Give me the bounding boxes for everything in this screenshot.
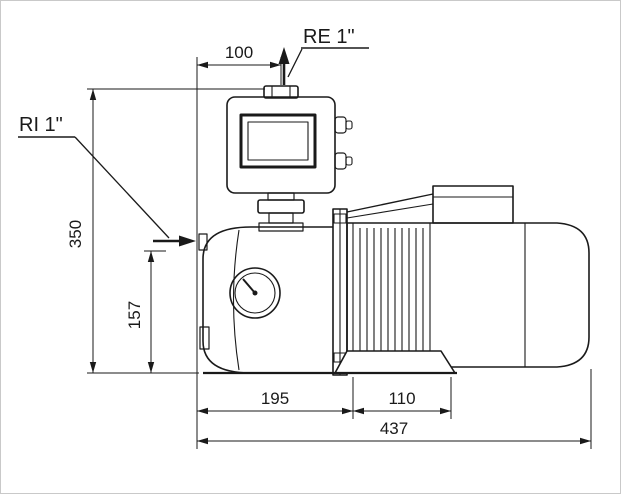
labels: RE 1" RI 1" 100 350 157 195 110 437	[19, 26, 416, 438]
extension-lines	[87, 57, 592, 449]
dim-100-label: 100	[225, 43, 253, 62]
outlet-port-label: RE 1"	[303, 26, 355, 48]
dim-437-label: 437	[380, 419, 408, 438]
terminal-box	[432, 185, 514, 224]
cooling-fins	[359, 228, 424, 362]
controller-body	[226, 96, 336, 194]
dimension-top-offset	[197, 61, 281, 69]
inlet-leader-line	[74, 136, 170, 239]
dimension-inlet-height	[147, 251, 155, 373]
flange-bolt-top	[333, 213, 347, 224]
gauge-hub	[252, 290, 258, 296]
dimension-lines	[89, 61, 591, 445]
riser-pipe	[268, 212, 294, 224]
drain-plug	[199, 326, 210, 350]
dimension-total-length	[197, 437, 591, 445]
outlet-flow-arrow-head	[278, 47, 290, 64]
motor-outline	[346, 222, 590, 368]
cable-gland-bottom	[334, 152, 347, 170]
pressure-gauge-outer	[229, 267, 281, 319]
handle-upper	[346, 193, 434, 213]
outlet-leader-line	[287, 48, 303, 78]
flow-arrows	[18, 47, 369, 247]
dimension-pump-length	[197, 407, 353, 415]
dim-157-label: 157	[125, 301, 144, 329]
dim-110-label: 110	[388, 389, 415, 408]
pipe-union-nut	[257, 199, 305, 214]
dimension-foot-length	[353, 407, 451, 415]
flange	[332, 208, 348, 376]
controller-top-cap	[263, 85, 299, 99]
inlet-flow-arrow-head	[179, 235, 196, 247]
pressure-gauge-dial	[234, 272, 276, 314]
base-foot	[203, 350, 457, 375]
gauge-needle	[242, 278, 256, 294]
controller-outlet-stub	[267, 192, 295, 201]
controller-display-frame	[239, 113, 317, 169]
support-bracket	[334, 350, 456, 374]
controller-display-screen	[247, 121, 309, 161]
dimension-total-height	[89, 89, 97, 373]
handle-lower	[346, 203, 434, 219]
dim-350-label: 350	[66, 220, 85, 248]
cable-gland-top	[334, 116, 347, 134]
pump-body-seam	[232, 229, 240, 371]
pressure-controller	[226, 85, 353, 232]
inlet-port-label: RI 1"	[19, 114, 63, 136]
motor	[346, 185, 590, 368]
dim-195-label: 195	[261, 389, 289, 408]
inlet-port	[198, 233, 208, 251]
pump-body-outline	[202, 226, 333, 374]
pump-body	[198, 226, 333, 374]
